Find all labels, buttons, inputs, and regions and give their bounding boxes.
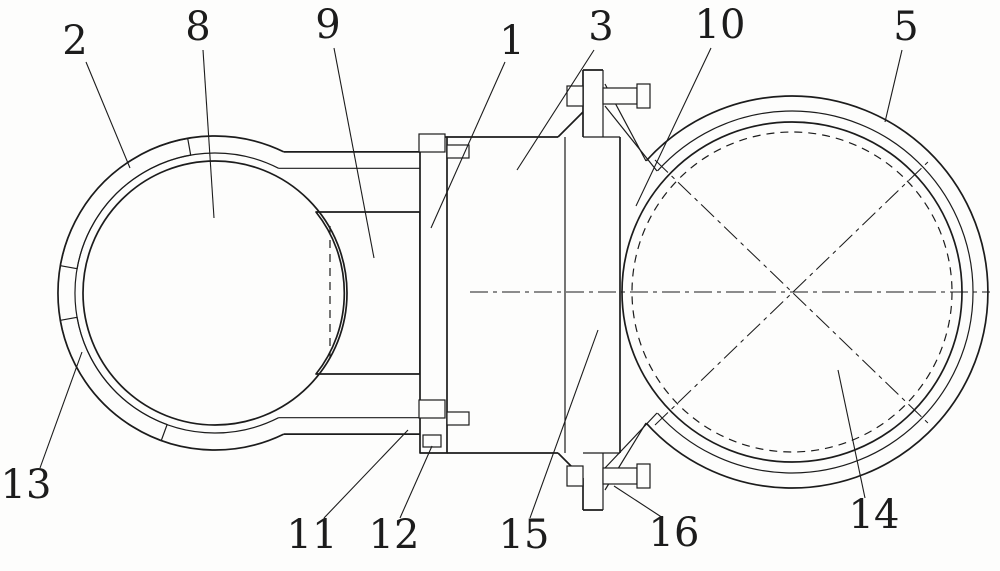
rubber-pad <box>315 211 421 375</box>
leader-line-13 <box>39 351 83 469</box>
bottom-bolt-head <box>418 399 446 419</box>
bottom-bolt-shaft <box>446 411 470 426</box>
part-label-12: 12 <box>369 512 420 558</box>
left-band-hatch-upper <box>59 137 192 270</box>
leader-line-2 <box>85 61 131 169</box>
part-label-15: 15 <box>499 512 550 558</box>
top-flange-bolt <box>566 83 651 109</box>
left-band-hatch-lower <box>59 316 168 442</box>
leader-line-11 <box>323 429 409 519</box>
bottom-band-lug-inner <box>604 412 658 469</box>
bottom-flange-bolt-head <box>636 463 651 489</box>
center-lines <box>470 159 990 426</box>
top-band-lug-inner <box>604 105 658 172</box>
top-bolt-head <box>418 133 446 153</box>
leader-line-10 <box>635 47 712 207</box>
part-label-5: 5 <box>893 4 918 50</box>
leader-line-14 <box>837 369 866 499</box>
leader-line-9 <box>333 47 375 259</box>
left-band-inner-arc <box>74 152 279 434</box>
part-label-13: 13 <box>1 462 52 508</box>
leader-line-15 <box>529 329 599 519</box>
part-label-9: 9 <box>315 2 340 48</box>
bottom-flange-bolt-shaft <box>602 467 638 485</box>
part-label-11: 11 <box>287 512 338 558</box>
bottom-flange-bolt-nut <box>566 465 584 487</box>
top-flange-bolt-nut <box>566 85 584 107</box>
housing-top-chamfer <box>557 111 584 138</box>
top-flange-bolt-head <box>636 83 651 109</box>
part-label-10: 10 <box>695 2 746 48</box>
part-label-16: 16 <box>649 510 700 556</box>
part-label-2: 2 <box>62 18 87 64</box>
leader-line-12 <box>399 445 433 519</box>
leader-line-5 <box>884 49 903 123</box>
leader-line-16 <box>613 485 664 519</box>
part-label-14: 14 <box>849 492 900 538</box>
part-label-8: 8 <box>185 4 210 50</box>
left-pipe <box>82 160 348 426</box>
clamp-straps <box>278 151 420 435</box>
bottom-flange-bolt <box>566 463 651 489</box>
bottom-bolt-nut <box>422 434 442 448</box>
right-clamp-assembly <box>470 95 990 489</box>
left-clamp-assembly <box>57 135 421 451</box>
bracket-housing <box>447 111 621 479</box>
bottom-flange <box>566 412 658 511</box>
part-label-3: 3 <box>588 4 613 50</box>
part-label-1: 1 <box>499 18 524 64</box>
top-flange <box>566 69 658 172</box>
left-band-outer-arc <box>57 135 285 451</box>
leader-line-3 <box>516 49 595 171</box>
leader-line-8 <box>202 49 215 219</box>
top-flange-bolt-shaft <box>602 87 638 105</box>
plate-top-bolt <box>418 133 470 159</box>
leader-line-1 <box>430 61 506 229</box>
plate-bottom-bolt <box>418 399 470 448</box>
